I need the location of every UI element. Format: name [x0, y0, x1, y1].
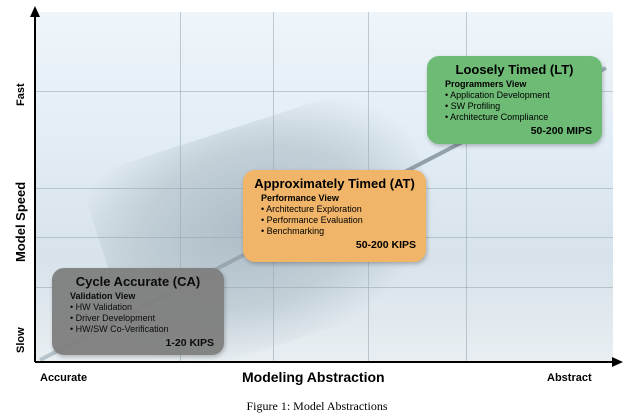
box-rate: 50-200 MIPS — [530, 125, 592, 137]
y-axis-arrowhead — [30, 6, 40, 17]
box-item-list: Architecture Exploration Performance Eva… — [261, 204, 416, 237]
y-tick-slow: Slow — [15, 327, 27, 353]
box-title: Loosely Timed (LT) — [455, 62, 574, 77]
box-title: Cycle Accurate (CA) — [75, 274, 201, 289]
box-rate: 1-20 KIPS — [165, 337, 214, 349]
x-tick-abstract: Abstract — [547, 372, 592, 384]
list-item: HW Validation — [70, 302, 214, 313]
list-item: Architecture Compliance — [445, 112, 592, 123]
list-item: HW/SW Co-Verification — [70, 324, 214, 335]
list-item: Performance Evaluation — [261, 215, 416, 226]
box-view-label: Programmers View — [445, 79, 527, 89]
list-item: Driver Development — [70, 313, 214, 324]
figure-caption: Figure 1: Model Abstractions — [246, 399, 388, 413]
list-item: Benchmarking — [261, 226, 416, 237]
x-axis-arrowhead — [612, 357, 623, 367]
horizontal-gridline — [35, 91, 613, 92]
approximately-timed-box: Approximately Timed (AT) Performance Vie… — [243, 170, 426, 262]
box-item-list: HW Validation Driver Development HW/SW C… — [70, 302, 214, 335]
horizontal-gridline — [35, 287, 613, 288]
box-view-label: Performance View — [261, 193, 339, 203]
x-axis-label: Modeling Abstraction — [242, 369, 385, 385]
cycle-accurate-box: Cycle Accurate (CA) Validation View HW V… — [52, 268, 224, 355]
x-tick-accurate: Accurate — [40, 372, 88, 384]
list-item: SW Profiling — [445, 101, 592, 112]
box-title: Approximately Timed (AT) — [254, 176, 415, 191]
y-axis-label: Model Speed — [13, 181, 28, 262]
list-item: Architecture Exploration — [261, 204, 416, 215]
list-item: Application Development — [445, 90, 592, 101]
y-tick-fast: Fast — [15, 83, 27, 106]
vertical-gridline — [466, 12, 467, 362]
box-view-label: Validation View — [70, 291, 136, 301]
box-rate: 50-200 KIPS — [355, 239, 416, 251]
box-item-list: Application Development SW Profiling Arc… — [445, 90, 592, 123]
vertical-gridline — [180, 12, 181, 362]
loosely-timed-box: Loosely Timed (LT) Programmers View Appl… — [427, 56, 602, 144]
